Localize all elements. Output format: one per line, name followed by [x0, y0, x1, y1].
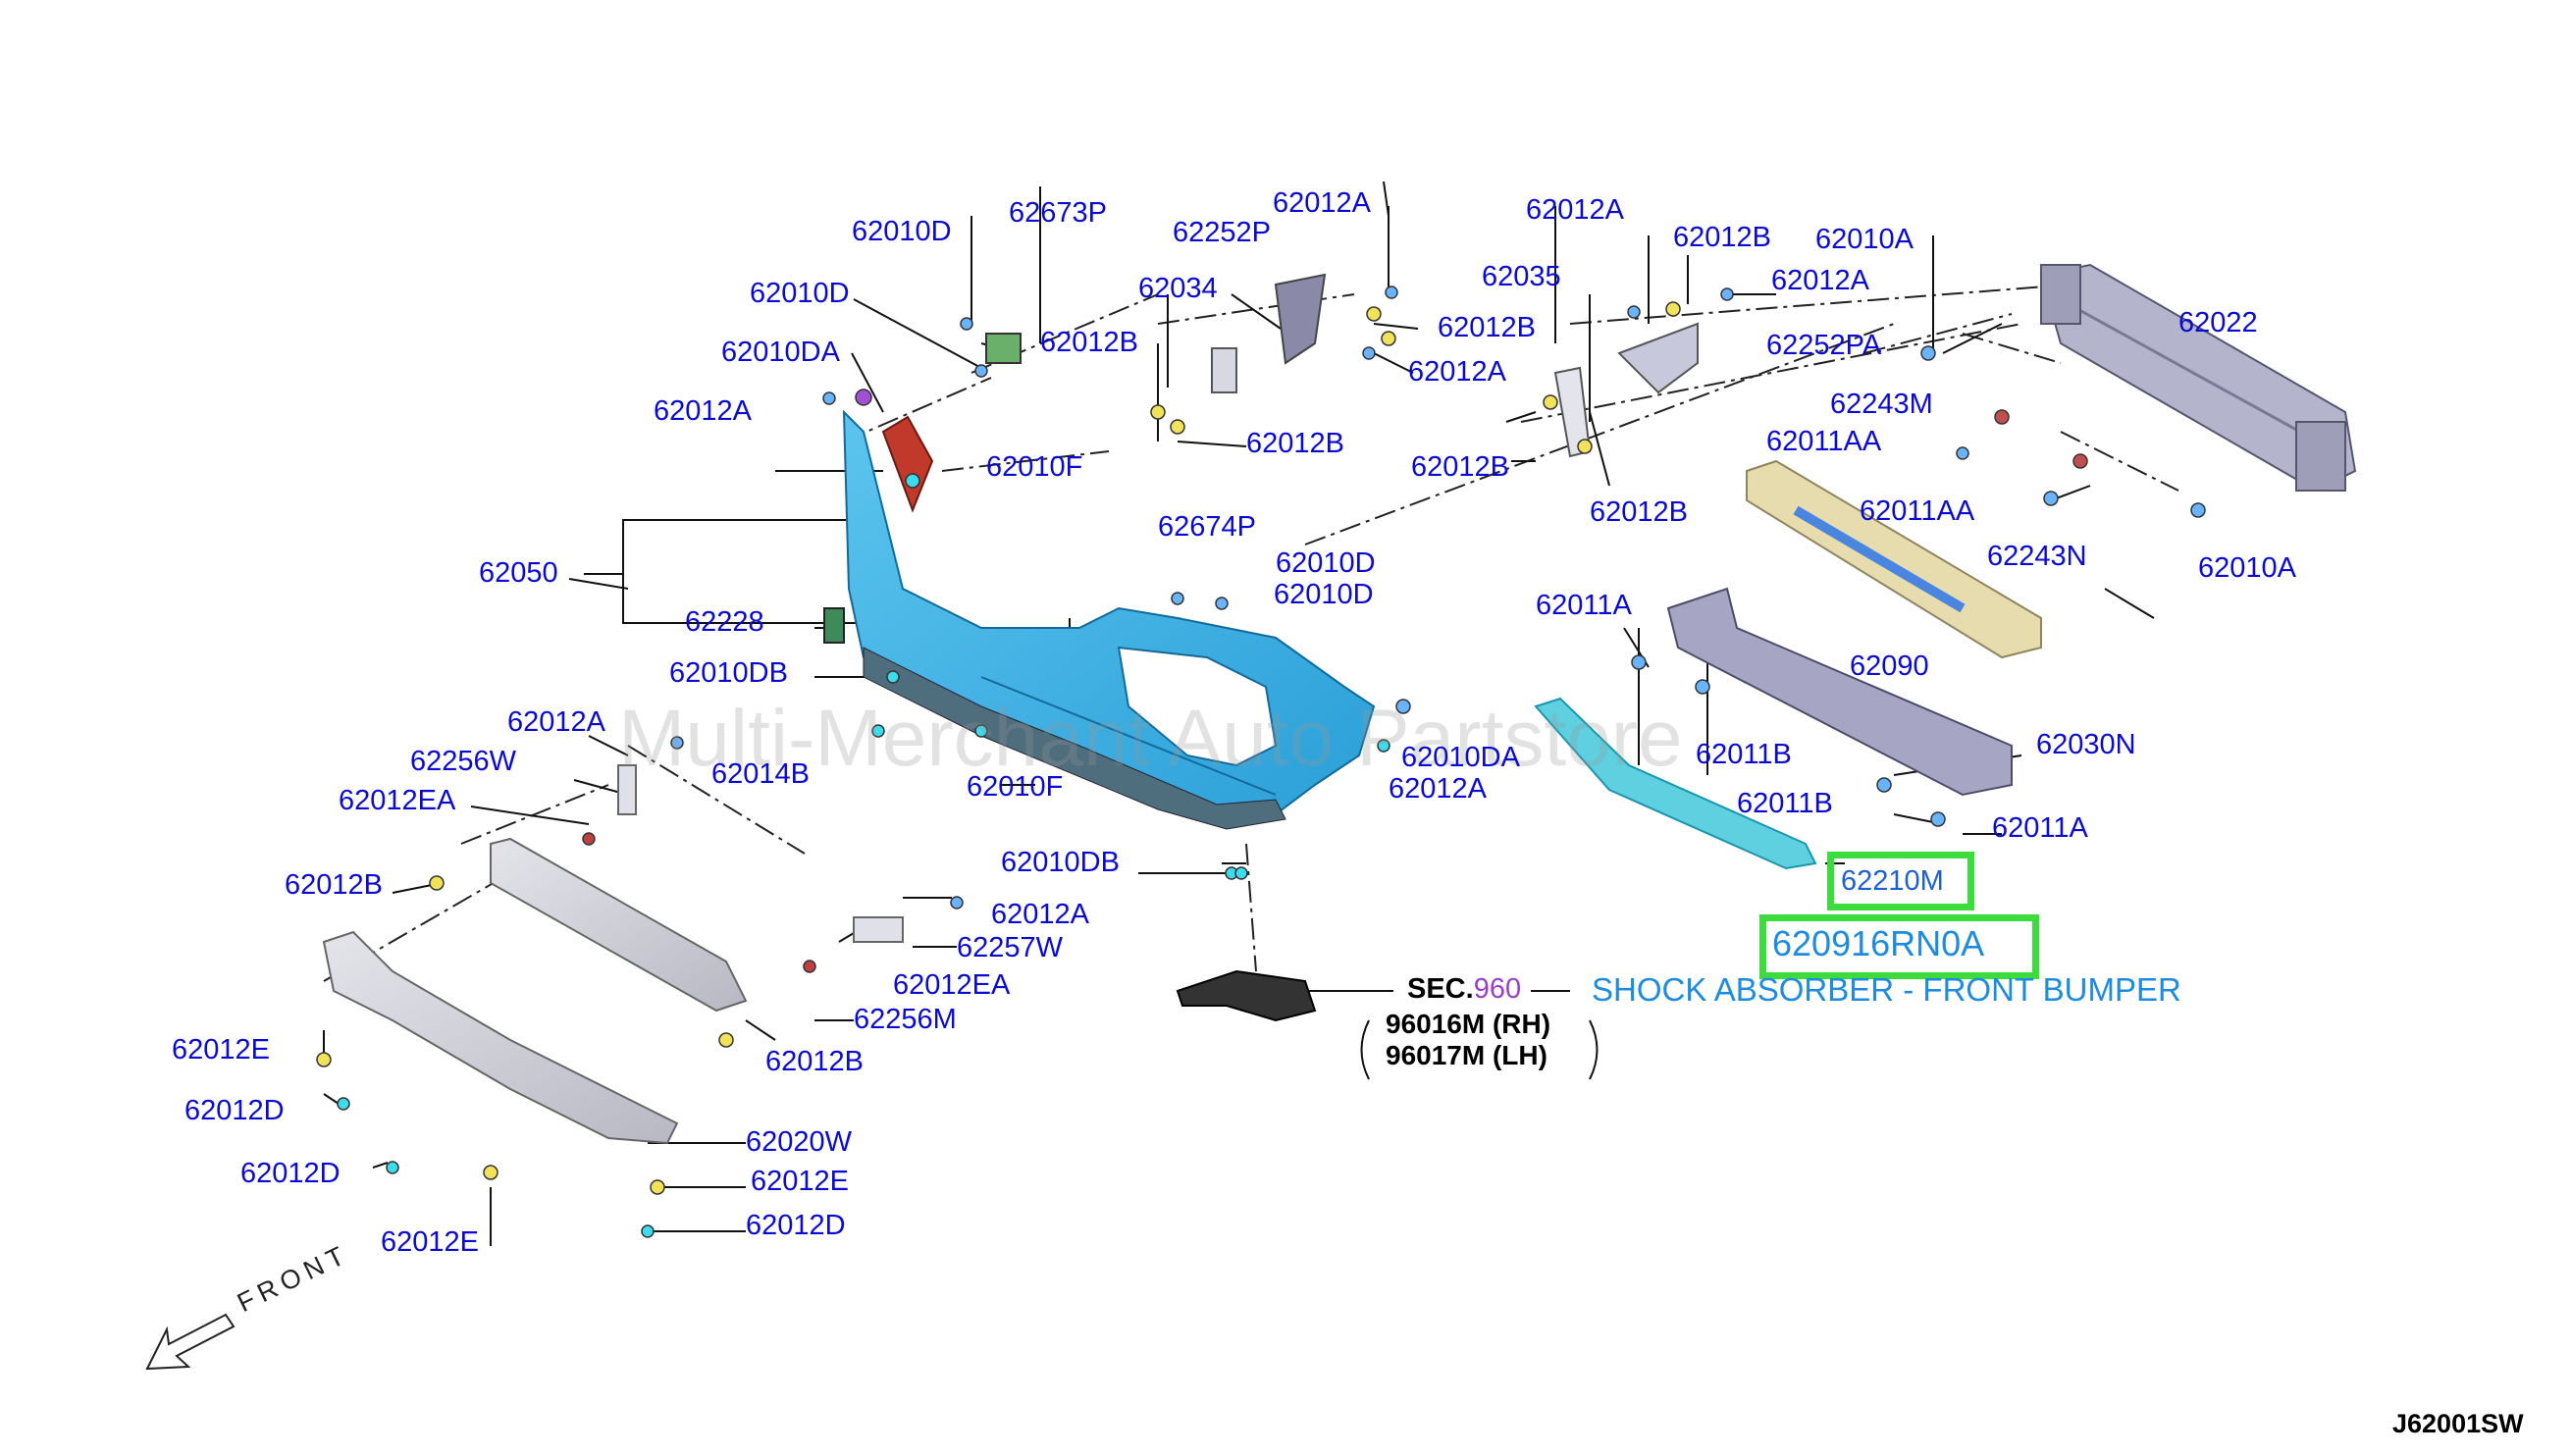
- callout-62010DA-b[interactable]: 62010DA: [1401, 742, 1520, 773]
- callout-62012A-h[interactable]: 62012A: [1771, 265, 1869, 296]
- section-number: 960: [1473, 973, 1522, 1005]
- highlight-box-62210M: [1827, 852, 1974, 910]
- callout-62012D-b[interactable]: 62012D: [240, 1158, 341, 1189]
- callout-62012A[interactable]: 62012A: [654, 395, 752, 427]
- bracket-62030N[interactable]: [1666, 587, 2013, 797]
- callout-62020W[interactable]: 62020W: [746, 1126, 853, 1158]
- callout-62012D-c[interactable]: 62012D: [746, 1210, 846, 1241]
- callout-62012E-b[interactable]: 62012E: [381, 1226, 479, 1258]
- callout-62011AA-b[interactable]: 62011AA: [1860, 495, 1975, 527]
- callout-62012D[interactable]: 62012D: [184, 1095, 285, 1126]
- upper-brackets[interactable]: [985, 273, 1699, 458]
- section-prefix: SEC.: [1407, 973, 1474, 1005]
- callout-62012E[interactable]: 62012E: [172, 1034, 270, 1066]
- callout-62210M[interactable]: 62210M: [1841, 865, 1944, 897]
- section-part-lh: 96017M (LH): [1386, 1040, 1547, 1070]
- callout-62010F[interactable]: 62010F: [986, 451, 1083, 483]
- callout-62243N[interactable]: 62243N: [1987, 541, 2087, 572]
- callout-62010D[interactable]: 62010D: [852, 216, 952, 247]
- callout-62022[interactable]: 62022: [2178, 307, 2258, 338]
- callout-62012B-g[interactable]: 62012B: [1411, 451, 1509, 483]
- callout-62257W[interactable]: 62257W: [957, 932, 1064, 963]
- callout-62243M[interactable]: 62243M: [1830, 389, 1933, 420]
- front-arrow-icon: [145, 1313, 236, 1371]
- callout-62252PA[interactable]: 62252PA: [1766, 330, 1882, 361]
- callout-62034[interactable]: 62034: [1138, 273, 1218, 304]
- callout-62035[interactable]: 62035: [1482, 261, 1561, 292]
- bumper-fascia-62050[interactable]: [842, 409, 1376, 830]
- callout-62011B[interactable]: 62011B: [1696, 739, 1792, 770]
- callout-62673P[interactable]: 62673P: [1009, 197, 1107, 229]
- callout-62228[interactable]: 62228: [685, 606, 764, 638]
- diagram-code: J62001SW: [2392, 1409, 2524, 1438]
- callout-62012B[interactable]: 62012B: [1040, 327, 1138, 358]
- assembly-lines: [323, 284, 2179, 982]
- callout-62011AA[interactable]: 62011AA: [1766, 426, 1882, 457]
- highlight-box-part-number: [1759, 914, 2039, 979]
- callout-62012B-b[interactable]: 62012B: [285, 869, 383, 901]
- callout-62010D-b[interactable]: 62010D: [750, 278, 850, 309]
- callout-62011A-b[interactable]: 62011A: [1992, 812, 2088, 844]
- callout-62010F-b[interactable]: 62010F: [967, 771, 1064, 803]
- callout-62012B-h[interactable]: 62012B: [1590, 496, 1688, 528]
- callout-62010DB-b[interactable]: 62010DB: [1001, 847, 1120, 878]
- callout-62012A-c[interactable]: 62012A: [1273, 187, 1371, 219]
- highlighted-part-description: SHOCK ABSORBER - FRONT BUMPER: [1592, 971, 2181, 1008]
- callout-62011B-b[interactable]: 62011B: [1737, 788, 1833, 819]
- section-part-rh: 96016M (RH): [1386, 1009, 1551, 1039]
- callout-62014B[interactable]: 62014B: [711, 758, 810, 790]
- section-reference[interactable]: SEC.960: [1407, 975, 1521, 1004]
- callout-62012A-d[interactable]: 62012A: [1408, 356, 1506, 388]
- callout-62010D-c[interactable]: 62010D: [1276, 547, 1376, 579]
- lower-grille-62256M[interactable]: [490, 837, 748, 1013]
- sec960-bracket[interactable]: [1176, 969, 1317, 1022]
- callout-62011A[interactable]: 62011A: [1536, 590, 1632, 621]
- callout-62010DA[interactable]: 62010DA: [721, 337, 840, 368]
- callout-62012A-e[interactable]: 62012A: [1389, 773, 1487, 805]
- callout-62012A-g[interactable]: 62012A: [1526, 194, 1624, 226]
- callout-62090[interactable]: 62090: [1850, 650, 1929, 682]
- callout-62012B-c[interactable]: 62012B: [1438, 312, 1536, 343]
- callout-62010A[interactable]: 62010A: [1815, 224, 1914, 255]
- callout-62010D-d[interactable]: 62010D: [1274, 579, 1374, 610]
- callout-62010DB[interactable]: 62010DB: [669, 657, 788, 689]
- callout-62012E-c[interactable]: 62012E: [751, 1166, 849, 1197]
- side-brackets[interactable]: [617, 607, 904, 943]
- callout-62010A-b[interactable]: 62010A: [2198, 552, 2296, 584]
- reinforcement-62022[interactable]: [2039, 263, 2357, 493]
- absorber-62090[interactable]: [1746, 459, 2042, 659]
- callout-62012EA-b[interactable]: 62012EA: [893, 969, 1011, 1001]
- callout-62252P[interactable]: 62252P: [1173, 217, 1271, 248]
- lower-cover-62020W[interactable]: [322, 930, 679, 1145]
- fasteners[interactable]: [316, 286, 2206, 1238]
- callout-62256M[interactable]: 62256M: [854, 1004, 957, 1035]
- callout-62012A-b[interactable]: 62012A: [507, 706, 605, 738]
- watermark: Multi-Merchant Auto Partstore: [618, 694, 1683, 783]
- shock-absorber-62210M[interactable]: [1534, 697, 1817, 870]
- callout-62012EA[interactable]: 62012EA: [339, 785, 456, 816]
- callout-62012A-f[interactable]: 62012A: [991, 899, 1089, 930]
- leader-lines: [323, 181, 2248, 1246]
- callout-62050[interactable]: 62050: [479, 557, 558, 589]
- callout-62012B-f[interactable]: 62012B: [1673, 222, 1771, 253]
- callout-62674P[interactable]: 62674P: [1158, 511, 1256, 543]
- highlighted-part-number[interactable]: 620916RN0A: [1772, 923, 1985, 963]
- callout-62256W[interactable]: 62256W: [410, 746, 517, 777]
- callout-62030N[interactable]: 62030N: [2036, 729, 2136, 760]
- callout-62012B-d[interactable]: 62012B: [1246, 428, 1344, 459]
- callout-62012B-e[interactable]: 62012B: [765, 1046, 864, 1077]
